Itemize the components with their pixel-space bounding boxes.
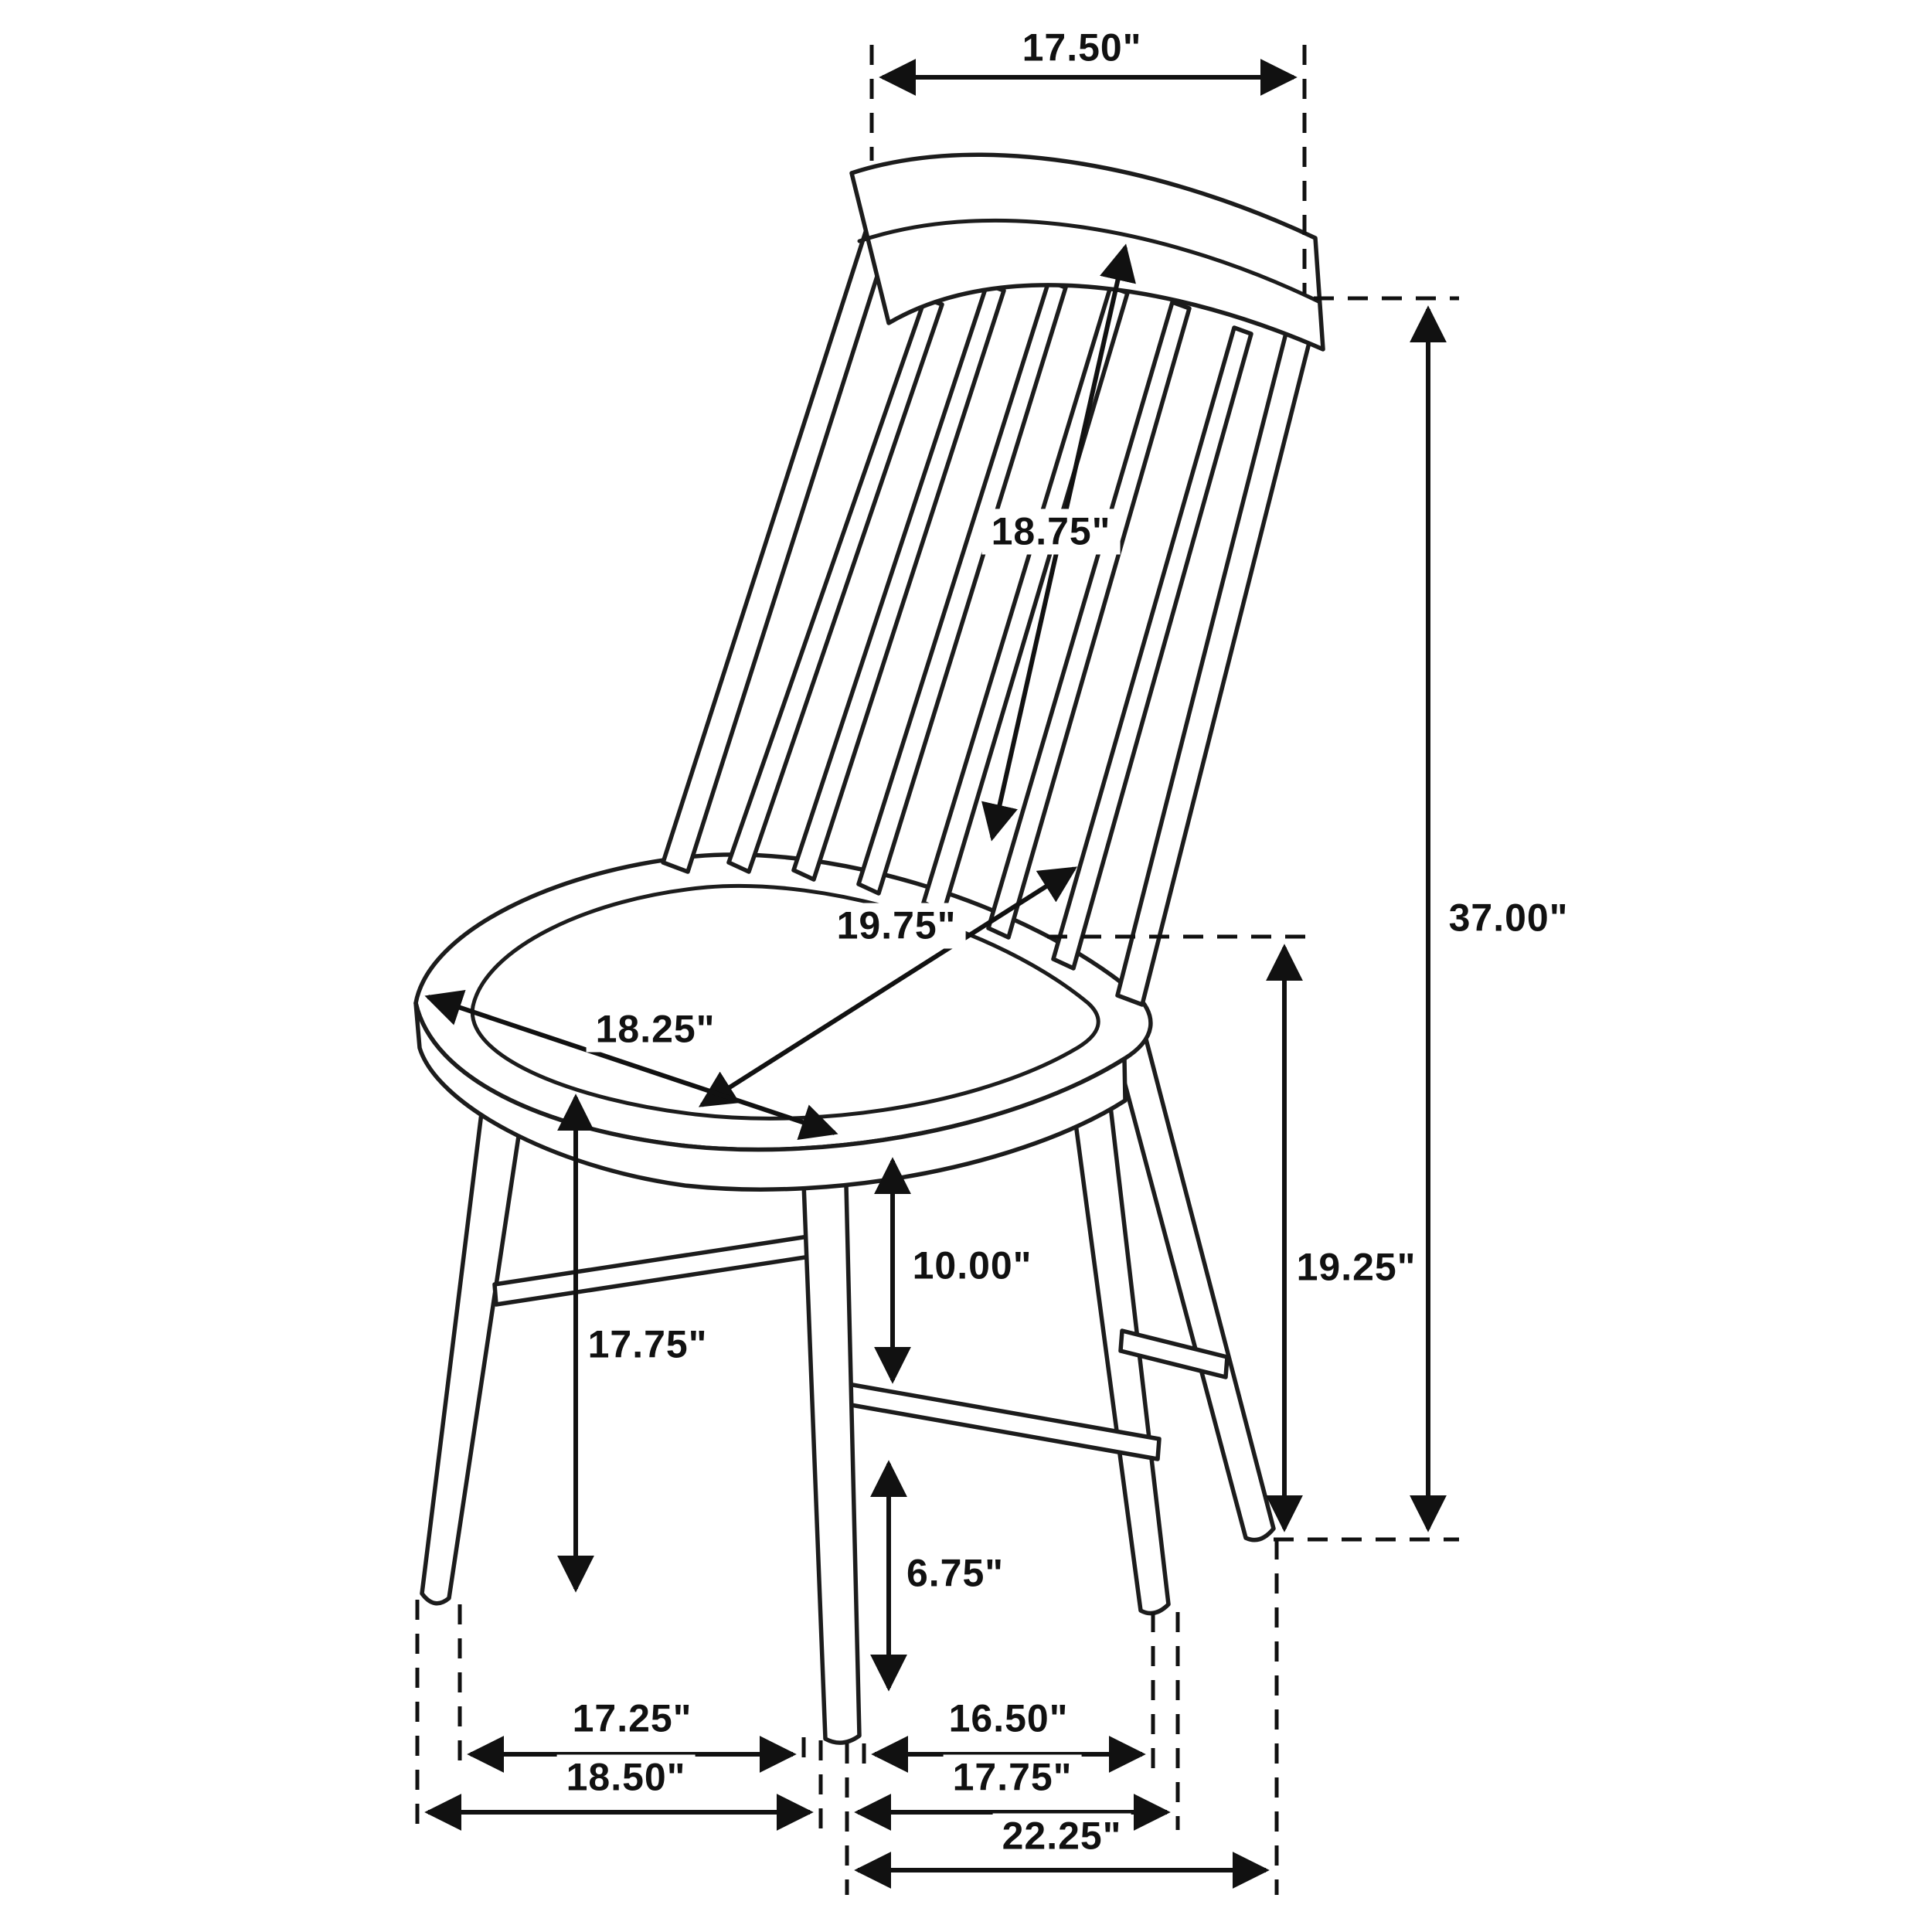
dim-label-overall-height: 37.00": [1439, 895, 1578, 941]
dim-label-back-top-width: 17.50": [1012, 25, 1151, 71]
dim-label-seat-to-stretcher: 10.00": [903, 1243, 1042, 1289]
dim-label-front-span-inner: 16.50": [939, 1696, 1078, 1742]
dim-label-seat-diagonal-depth: 19.75": [827, 903, 966, 949]
chair-leg-front-left: [800, 1141, 862, 1745]
dim-label-left-span-inner: 17.25": [563, 1696, 702, 1742]
dim-label-backrest-length: 18.75": [981, 509, 1121, 555]
chair-leg-rear-left: [420, 1073, 529, 1606]
chair-stretcher-left: [492, 1234, 812, 1307]
dim-label-floor-to-seat-left: 17.75": [578, 1321, 717, 1368]
chair-stretcher-right: [1118, 1328, 1230, 1379]
dim-label-seat-width: 18.25": [586, 1006, 725, 1053]
chair-line-drawing: [413, 152, 1325, 1745]
dimension-annotations: [415, 45, 1459, 1895]
dim-label-front-span-outer: 17.75": [943, 1754, 1082, 1801]
dim-label-stretcher-to-floor: 6.75": [896, 1550, 1014, 1597]
dim-label-floor-to-seat-back: 19.25": [1287, 1244, 1426, 1291]
dim-label-overall-depth: 22.25": [992, 1813, 1131, 1859]
chair-crest-rail-detail: [857, 218, 1321, 304]
dim-label-left-span-outer: 18.50": [556, 1754, 696, 1801]
dim-arrow-seat-width: [424, 989, 838, 1141]
